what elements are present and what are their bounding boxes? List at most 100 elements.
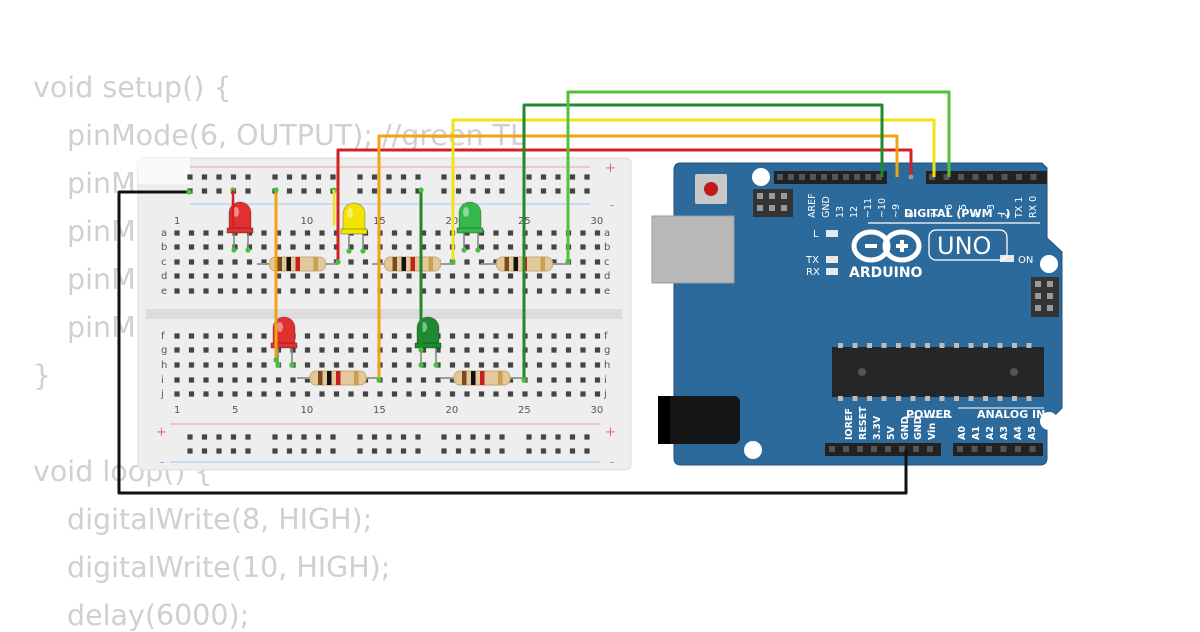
wire-black-ground[interactable] [117,190,908,495]
digital-pwm-label: DIGITAL (PWM ~) [904,207,1011,220]
digital-pin-label: ~3 [986,204,997,218]
wire-end-dot [521,377,527,383]
resistor-band [513,257,518,271]
breadboard-hole [201,434,208,440]
breadboard-hole [348,362,354,368]
breadboard-hole [275,244,282,250]
breadboard-hole [594,244,601,250]
breadboard-hole [203,377,209,383]
breadboard-hole [478,288,485,294]
breadboard-hole [478,244,485,250]
power-jack[interactable] [660,396,740,444]
icsp-pin [1047,293,1053,299]
wire-end-dot [565,259,571,265]
microcontroller-chip [832,347,1044,397]
analog-pin-label: A1 [971,426,982,440]
breadboard-hole [565,347,572,353]
breadboard-hole [464,362,470,368]
breadboard-hole [507,391,514,397]
led-leg-dot [461,247,467,253]
wire-red[interactable] [336,148,913,262]
breadboard-hole [391,333,398,339]
breadboard-row-letter: b [604,242,610,253]
power-header[interactable] [825,443,941,456]
breadboard-hole [315,188,322,194]
usb-port[interactable] [651,215,735,284]
breadboard-hole [304,230,311,236]
breadboard-hole [261,230,267,236]
breadboard-hole [406,391,412,397]
breadboard-hole [464,391,470,397]
icsp-pin [769,205,775,211]
resistor-band [392,257,397,271]
breadboard-hole [371,448,378,454]
breadboard-hole [261,391,267,397]
breadboard-hole [286,434,293,440]
wire-dark-green[interactable] [522,103,884,380]
breadboard-hole [493,288,499,294]
breadboard-hole [464,333,470,339]
breadboard-hole [406,347,412,353]
breadboard[interactable]: 115510101515202025253030aabbccddeeffgghh… [137,157,632,471]
header-socket [987,174,993,180]
wire-orange[interactable] [377,134,899,380]
code-line: void setup() { [33,71,232,104]
wire-yellow[interactable] [451,118,936,262]
resistor-band [318,371,323,385]
led-leg-dot [275,362,281,368]
breadboard-hole [478,273,485,279]
breadboard-hole [304,362,311,368]
breadboard-hole [232,391,238,397]
breadboard-hole [333,273,340,279]
analog-pin-label: A3 [999,426,1010,440]
breadboard-hole [315,434,322,440]
breadboard-hole [362,259,369,265]
digital-header-sockets [777,174,1037,180]
breadboard-hole [565,288,572,294]
breadboard-hole [551,377,557,383]
breadboard-hole [507,333,514,339]
resistor [257,256,338,272]
breadboard-hole [272,448,278,454]
digital-pin-label: RX 0 [1028,196,1039,218]
breadboard-hole [275,230,282,236]
led [226,201,254,253]
breadboard-hole [449,377,456,383]
chip-pin [838,343,843,348]
power-pin-label: GND [900,416,911,440]
breadboard-hole [333,288,340,294]
led-rim [414,342,442,349]
analog-pin-label: A0 [957,426,968,440]
breadboard-row-letter: e [161,286,167,297]
breadboard-hole [400,188,407,194]
breadboard-hole [455,448,462,454]
breadboard-hole [348,333,354,339]
breadboard-row-letter: i [161,375,164,386]
breadboard-hole [301,188,307,194]
breadboard-hole [261,259,267,265]
led-tx [826,256,838,263]
breadboard-column-number: 10 [301,216,314,227]
breadboard-hole [415,174,421,180]
wire-light-green[interactable] [566,90,951,262]
breadboard-hole [540,188,547,194]
breadboard-hole [261,244,267,250]
reset-button[interactable] [704,182,718,196]
breadboard-hole [507,230,514,236]
breadboard-hole [536,362,543,368]
icsp-pin [781,193,787,199]
breadboard-hole [499,448,505,454]
breadboard-row-letter: j [603,389,607,400]
header-socket [943,174,950,180]
code-line: } [33,359,52,392]
breadboard-hole [484,448,491,454]
breadboard-hole [203,333,209,339]
breadboard-hole [362,362,369,368]
breadboard-hole [348,244,354,250]
breadboard-hole [301,448,307,454]
breadboard-hole [203,230,209,236]
chip-pin [983,343,988,348]
breadboard-hole [551,244,557,250]
